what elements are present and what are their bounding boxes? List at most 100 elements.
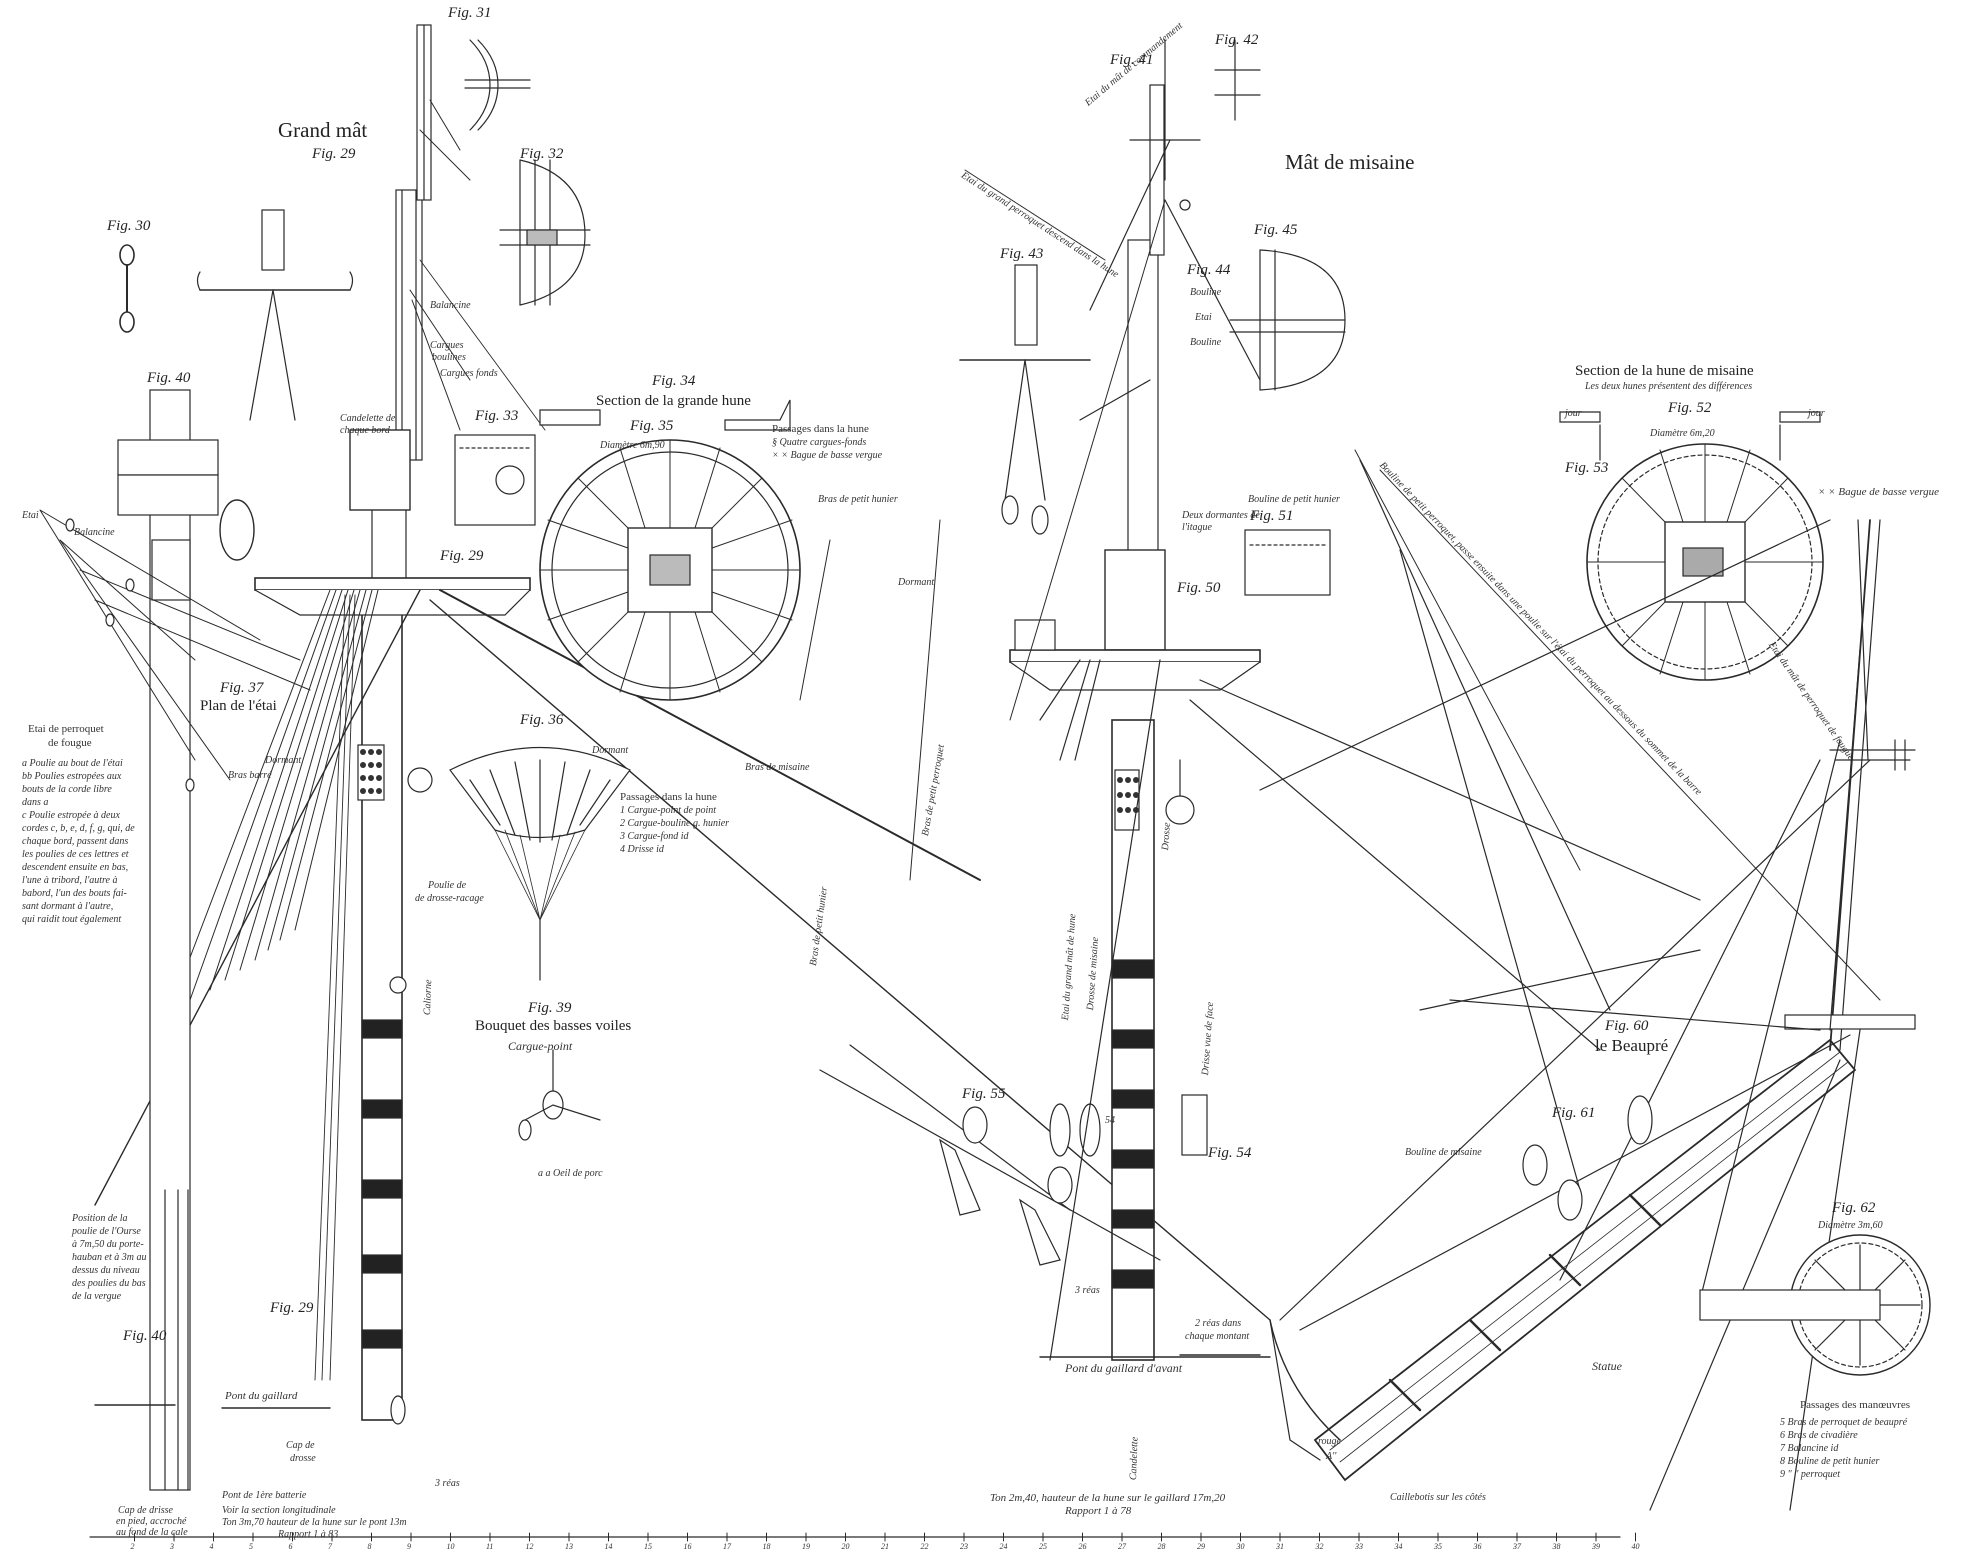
scale-tick-label: 15: [644, 1542, 652, 1551]
fig-41: Fig. 41: [1110, 52, 1154, 68]
label-cap-fond-3: au fond de la cale: [116, 1527, 188, 1538]
scale-tick-label: 30: [1236, 1542, 1245, 1551]
etai-l13: qui raidit tout également: [22, 913, 122, 925]
beaupre-drawing: [1259, 459, 1916, 1511]
section-grande-hune: Section de la grande hune: [596, 393, 751, 409]
title-mat-misaine: Mât de misaine: [1285, 150, 1415, 174]
label-cap-drosse-2: drosse: [290, 1453, 316, 1464]
label-bouline-petit-hunier: Bouline de petit hunier: [1248, 494, 1340, 505]
fig-44: Fig. 44: [1187, 262, 1231, 278]
label-poulies-dormantes: Deux dormantes de l'itague: [1182, 510, 1260, 533]
etai-l7: chaque bord, passent dans: [22, 835, 129, 847]
scale-tick-label: 29: [1197, 1542, 1205, 1551]
scale-tick-label: 38: [1552, 1542, 1561, 1551]
fig51-block: [1244, 529, 1331, 596]
label-bras-petit-hunier: Bras de petit hunier: [818, 494, 898, 505]
scale-tick-label: 33: [1355, 1542, 1363, 1551]
scale-tick-label: 17: [723, 1542, 731, 1551]
scale-tick-label: 39: [1592, 1542, 1600, 1551]
etai-l4: dans a: [22, 796, 49, 808]
passages-top-row2: × × Bague de basse vergue: [772, 450, 883, 462]
scale-tick-label: 5: [249, 1542, 253, 1551]
scale-tick-label: 25: [1039, 1542, 1047, 1551]
fig62-wheel: [1699, 1234, 1931, 1376]
fig-61: Fig. 61: [1552, 1105, 1596, 1121]
legend-etai-perroquet: Etai de perroquet de fougue a Poulie au …: [22, 722, 135, 926]
label-statue: Statue: [1592, 1359, 1622, 1373]
fig-52: Fig. 52: [1668, 400, 1712, 416]
fig36-fan: [449, 746, 631, 981]
label-cap-drosse: Cap de: [286, 1440, 315, 1451]
fig-34: Fig. 34: [652, 373, 696, 389]
label-54: 54: [1105, 1115, 1115, 1126]
scale-tick-label: 22: [920, 1542, 929, 1551]
label-bras-barre: Bras barré: [228, 770, 272, 781]
scale-tick-label: 12: [525, 1542, 534, 1551]
label-dormant-2: Dormant: [592, 745, 629, 756]
label-bouline-44-2: Bouline: [1190, 337, 1222, 348]
scale-tick-label: 3: [170, 1542, 174, 1551]
maneuvres-l3: 7 Balancine id: [1780, 1443, 1839, 1455]
fig-33: Fig. 33: [475, 408, 519, 424]
lantern-icon: [219, 499, 255, 561]
scale-tick-label: 40: [1631, 1542, 1640, 1551]
label-bouline-misaine: Bouline de misaine: [1405, 1147, 1482, 1158]
scale-tick-label: 26: [1078, 1542, 1087, 1551]
label-dormant-3: Dormant: [898, 577, 935, 588]
fig-53: Fig. 53: [1565, 460, 1609, 476]
title-beaupre: le Beaupré: [1595, 1036, 1669, 1055]
scale-tick-label: 4: [209, 1542, 214, 1551]
scale-tick-label: 16: [683, 1542, 692, 1551]
label-bras-misaine: Bras de misaine: [745, 762, 810, 773]
passages-top-row1: § Quatre cargues-fonds: [772, 437, 867, 449]
diametre-62: Diamètre 3m,60: [1818, 1220, 1883, 1231]
fig-31: Fig. 31: [448, 5, 492, 21]
fig-51: Fig. 51: [1250, 508, 1294, 524]
label-etai-44: Etai: [1195, 312, 1212, 323]
fig41-42-crosstrees: [1129, 39, 1261, 211]
legend-position-poulie: Position de la poulie de l'Ourse à 7m,50…: [72, 1212, 146, 1303]
scale-tick-label: 8: [367, 1542, 372, 1551]
fig-54: Fig. 54: [1208, 1145, 1252, 1161]
fig53-hune-misaine-section: [1586, 443, 1824, 681]
position-l4: hauban et à 3m au: [72, 1252, 147, 1263]
label-rouge: rouge: [1318, 1436, 1341, 1447]
fig-29-bottom: Fig. 29: [270, 1300, 314, 1316]
passages-36-title: Passages dans la hune: [620, 791, 717, 803]
plan-etai: Plan de l'étai: [200, 698, 277, 714]
label-jour-2: jour: [1808, 408, 1825, 419]
passages-36-row3: 3 Cargue-fond id: [620, 831, 689, 843]
label-oeil-porc: a a Oeil de porc: [538, 1168, 603, 1179]
scale-tick-label: 21: [881, 1542, 889, 1551]
scale-tick-label: 7: [328, 1542, 332, 1551]
maneuvres-l2: 6 Bras de civadière: [1780, 1430, 1858, 1442]
position-l2: poulie de l'Ourse: [72, 1226, 141, 1237]
section-hune-misaine-sub: Les deux hunes présentent des différence…: [1585, 381, 1753, 392]
bague-basse-vergue-right: × × Bague de basse vergue: [1818, 486, 1940, 498]
label-pont-gaillard: Pont du gaillard: [225, 1390, 298, 1402]
fig-43: Fig. 43: [1000, 246, 1044, 262]
label-boulines: boulines: [432, 352, 466, 363]
fig-35: Fig. 35: [630, 418, 674, 434]
fig40-mast-section: [39, 389, 311, 1491]
etai-l1: a Poulie au bout de l'étai: [22, 757, 123, 769]
label-ton-misaine: Ton 2m,40, hauteur de la hune sur le gai…: [990, 1492, 1226, 1504]
grand-mat-drawing: [94, 24, 1271, 1425]
deck-lines: [94, 1354, 1271, 1409]
diametre-35: Diamètre 6m,90: [600, 440, 665, 451]
label-rapport-1: Rapport 1 à 83: [278, 1529, 339, 1540]
etai-l5: c Poulie estropée à deux: [22, 809, 120, 821]
title-grand-mat: Grand mât: [278, 118, 368, 142]
position-l6: des poulies du bas: [72, 1278, 146, 1289]
label-cap-fond-2: en pied, accroché: [116, 1516, 187, 1527]
label-poulie-drosse-2: de drosse-racage: [415, 893, 484, 904]
label-chaque-montant: chaque montant: [1185, 1331, 1250, 1342]
bouquet-basses-voiles: Bouquet des basses voiles: [475, 1018, 632, 1034]
label-cargues-fonds: Cargues fonds: [440, 368, 498, 379]
maneuvres-title: Passages des manœuvres: [1800, 1399, 1910, 1411]
etai-l10: l'une à tribord, l'autre à: [22, 874, 118, 886]
scale-tick-label: 27: [1118, 1542, 1126, 1551]
fig39-bouquet: [518, 1049, 601, 1141]
label-a-double: A'': [1326, 1451, 1337, 1462]
fig-60: Fig. 60: [1605, 1018, 1649, 1034]
